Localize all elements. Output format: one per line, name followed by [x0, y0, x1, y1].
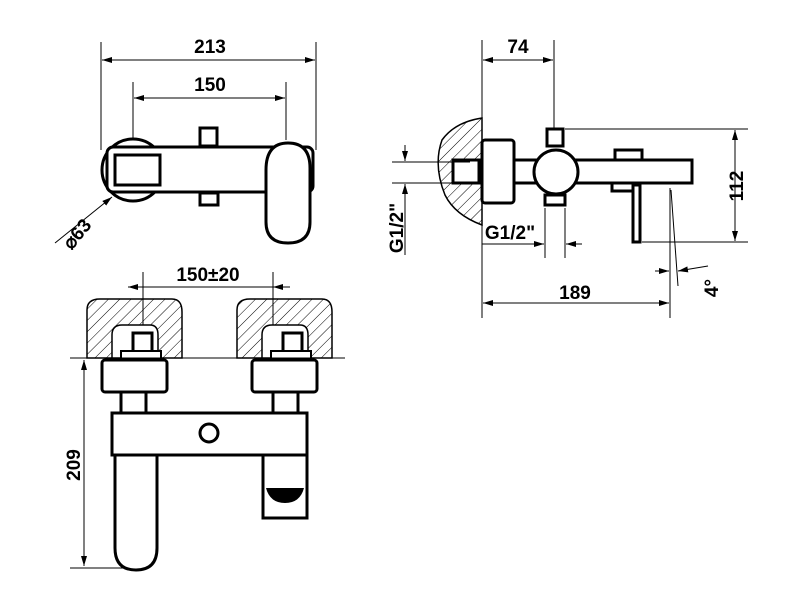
- dim-189-label: 189: [559, 283, 591, 304]
- dim-209-label: 209: [64, 449, 85, 481]
- dim-150-20-label: 150±20: [176, 265, 239, 286]
- diameter-label: ⌀63: [59, 215, 96, 253]
- dim-112-label: 112: [727, 171, 748, 202]
- angle-label: 4°: [702, 279, 723, 297]
- front-view: 150±20 209: [64, 265, 345, 572]
- top-view: 213 150 ⌀63: [54, 37, 317, 254]
- side-view: 74 112 G1/2" G1/2" 189 4°: [387, 37, 748, 318]
- outlet-thread-label: G1/2": [485, 223, 535, 244]
- inlet-thread-label: G1/2": [387, 203, 408, 253]
- dim-74-label: 74: [507, 37, 529, 58]
- dim-150-label: 150: [194, 75, 226, 96]
- dim-213-label: 213: [194, 37, 226, 58]
